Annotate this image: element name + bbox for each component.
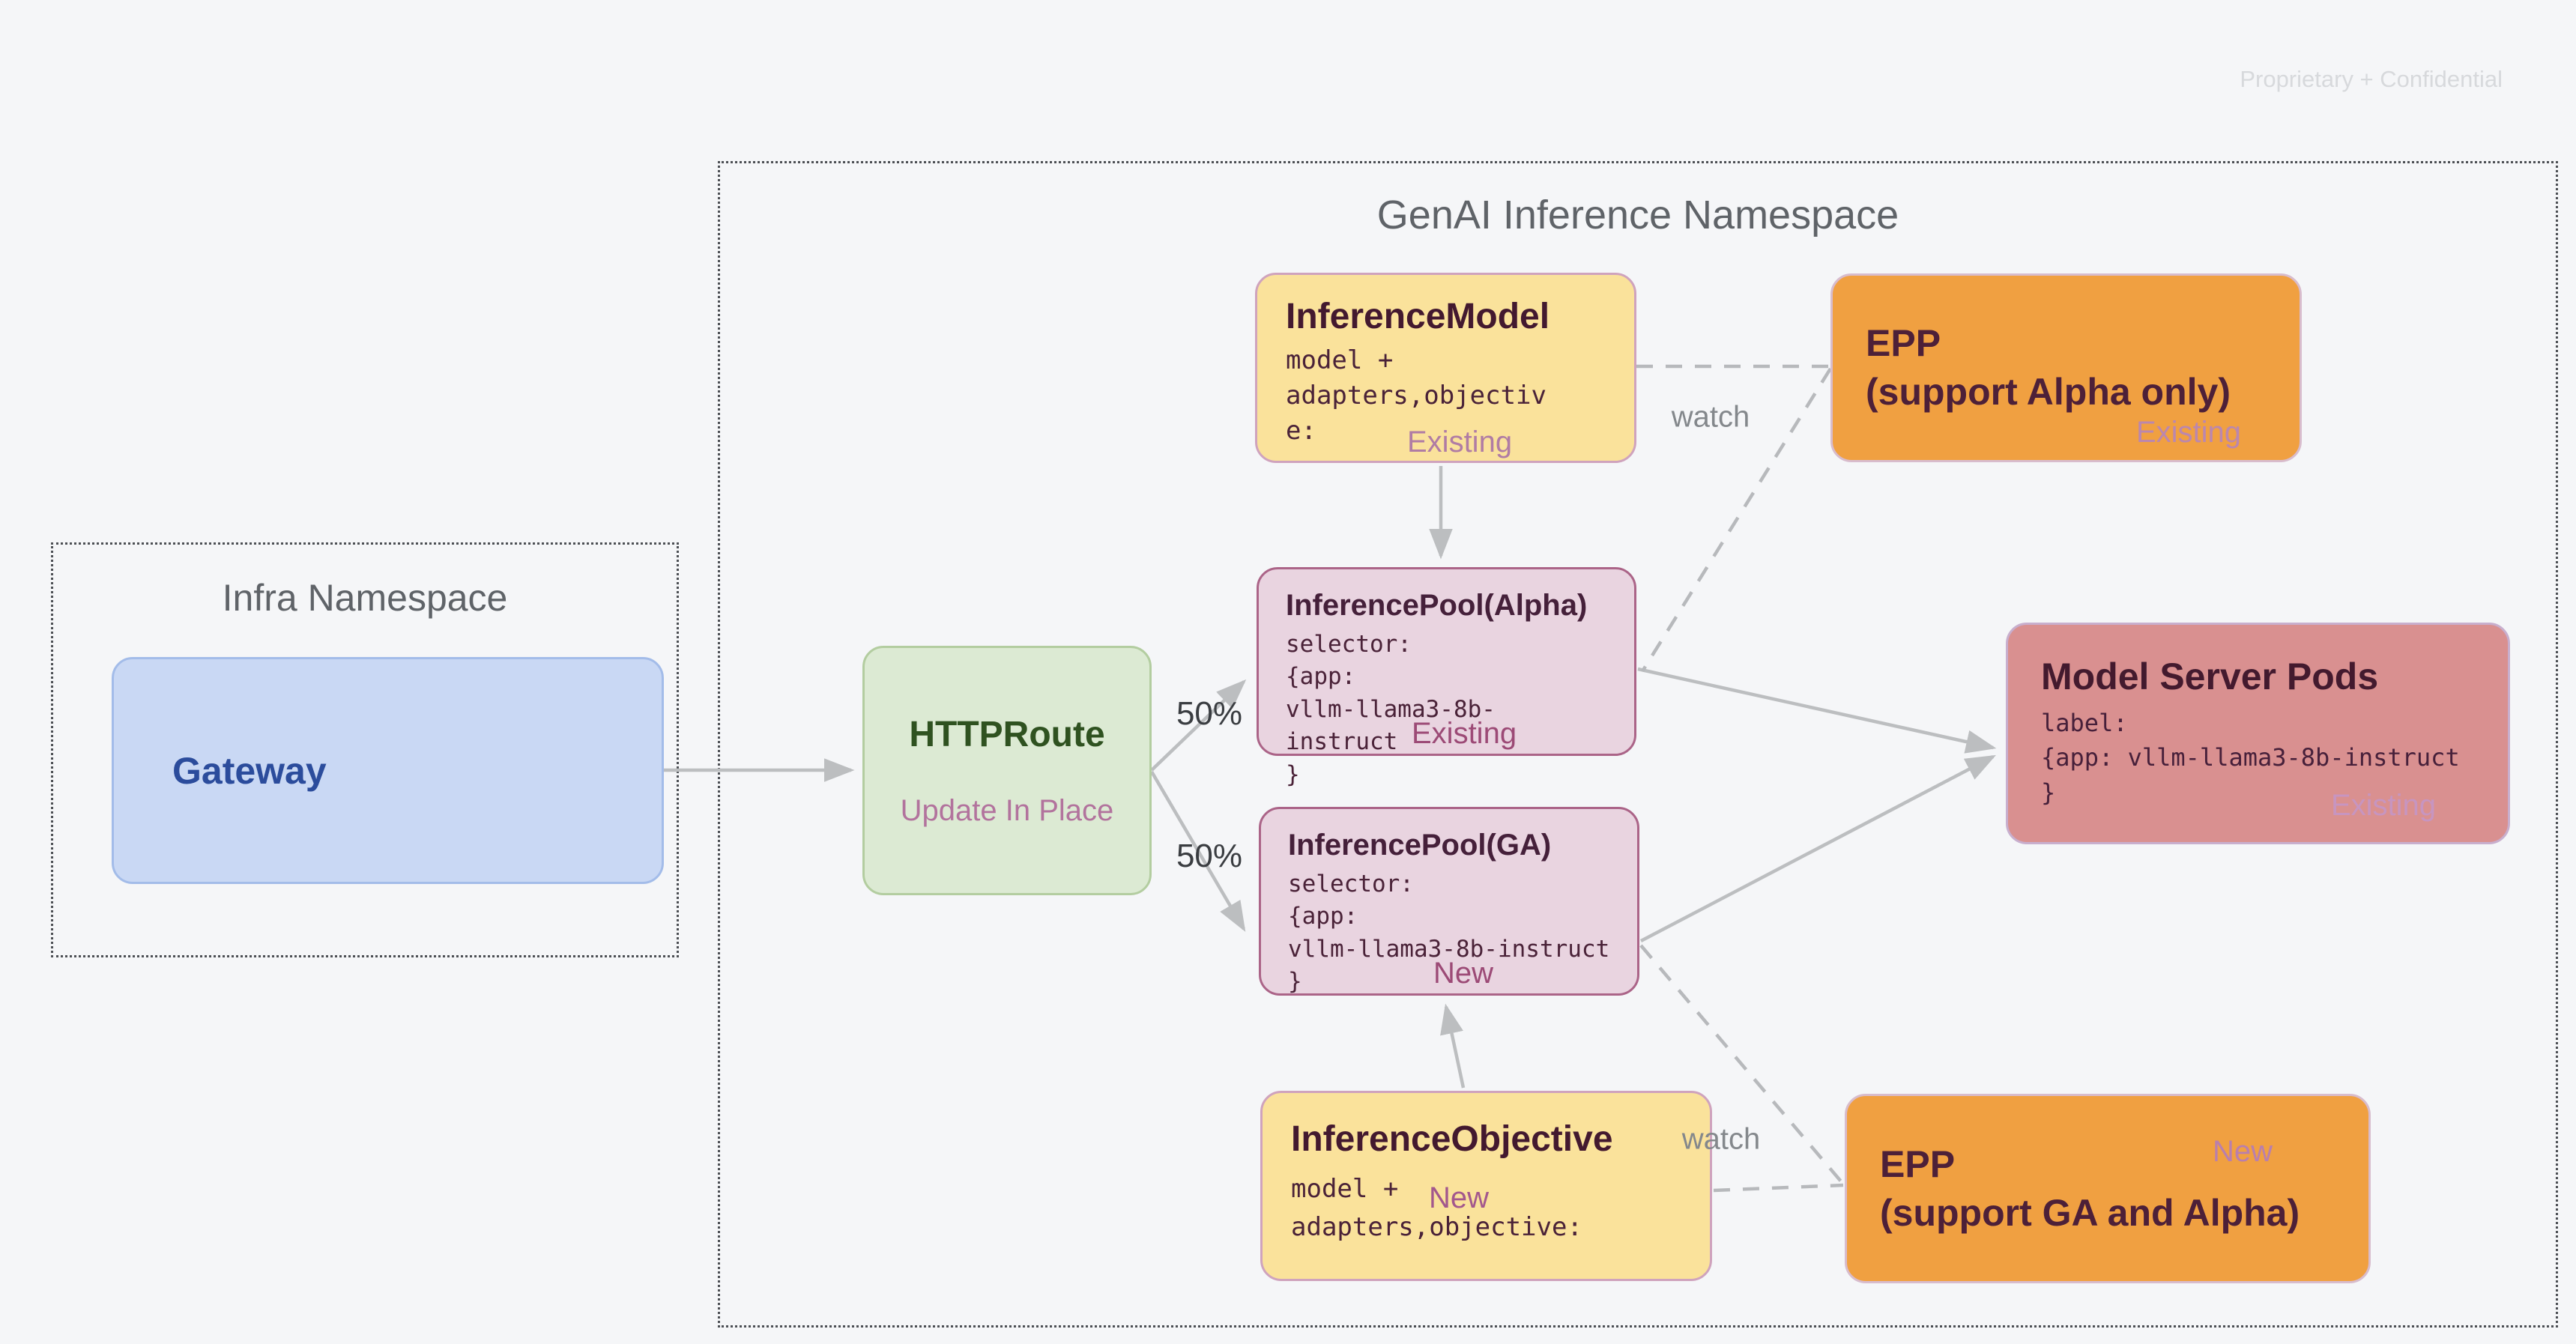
traffic-split-bottom-label: 50% (1176, 838, 1243, 874)
inference-pool-alpha-code-line: } (1286, 760, 1300, 788)
gateway-title: Gateway (172, 749, 327, 792)
inference-pool-ga-code-line: {app: (1288, 903, 1358, 930)
model-server-pods-status-badge: Existing (2330, 789, 2436, 822)
epp-alpha-node[interactable]: EPP (support Alpha only) Existing (1830, 273, 2302, 462)
watch-top-label: watch (1671, 400, 1750, 434)
model-server-pods-code-line: label: (2041, 709, 2128, 737)
inference-pool-ga-title: InferencePool(GA) (1288, 829, 1552, 862)
httproute-subtitle: Update In Place (900, 793, 1114, 827)
inference-pool-alpha-node[interactable]: InferencePool(Alpha) selector: {app: vll… (1257, 567, 1636, 788)
epp-alpha-title: EPP (1866, 322, 1941, 364)
model-server-pods-code-line: } (2041, 778, 2056, 807)
epp-ga-node[interactable]: EPP (support GA and Alpha) New (1845, 1094, 2371, 1283)
model-server-pods-code-line: {app: vllm-llama3-8b-instruct (2041, 743, 2460, 772)
inference-model-title: InferenceModel (1286, 297, 1550, 336)
inference-model-code-line: model + (1286, 345, 1394, 375)
inference-pool-ga-code-line: vllm-llama3-8b-instruct (1288, 935, 1610, 963)
inference-pool-alpha-title: InferencePool(Alpha) (1286, 589, 1588, 622)
infra-namespace-frame: Infra Namespace (51, 542, 679, 957)
watermark: Proprietary + Confidential (2240, 66, 2503, 92)
watch-bottom-label: watch (1681, 1122, 1761, 1156)
inference-objective-title: InferenceObjective (1291, 1119, 1613, 1159)
inference-model-status-badge: Existing (1407, 426, 1513, 458)
genai-namespace-frame: GenAI Inference Namespace (718, 161, 2558, 1328)
epp-alpha-subtitle: (support Alpha only) (1866, 371, 2231, 413)
inference-objective-code-line: adapters,objective: (1291, 1212, 1582, 1242)
inference-pool-ga-code-line: } (1288, 968, 1302, 996)
epp-alpha-status-badge: Existing (2135, 416, 2241, 449)
inference-objective-code-line: model + (1291, 1174, 1399, 1204)
httproute-node[interactable]: HTTPRoute Update In Place (862, 646, 1152, 895)
httproute-title: HTTPRoute (909, 714, 1105, 754)
inference-model-node[interactable]: InferenceModel model + adapters,objectiv… (1255, 273, 1636, 463)
epp-ga-status-badge: New (2212, 1135, 2273, 1168)
epp-ga-subtitle: (support GA and Alpha) (1880, 1191, 2300, 1234)
inference-pool-alpha-status-badge: Existing (1412, 717, 1517, 750)
traffic-split-top-label: 50% (1176, 695, 1243, 732)
inference-objective-status-badge: New (1429, 1181, 1490, 1214)
genai-namespace-title: GenAI Inference Namespace (1376, 193, 1899, 237)
inference-pool-alpha-code-line: selector: (1286, 631, 1412, 658)
inference-model-code-line: e: (1286, 415, 1316, 446)
inference-pool-alpha-code-line: {app: (1286, 663, 1356, 691)
infra-namespace-title: Infra Namespace (222, 577, 508, 619)
inference-objective-node[interactable]: InferenceObjective model + adapters,obje… (1260, 1091, 1712, 1281)
inference-pool-ga-status-badge: New (1433, 957, 1494, 990)
epp-ga-title: EPP (1880, 1142, 1956, 1185)
model-server-pods-node[interactable]: Model Server Pods label: {app: vllm-llam… (2006, 623, 2510, 844)
inference-model-code-line: adapters,objectiv (1286, 380, 1546, 411)
inference-pool-ga-node[interactable]: InferencePool(GA) selector: {app: vllm-l… (1259, 807, 1639, 996)
gateway-node[interactable]: Gateway (112, 657, 664, 884)
inference-pool-alpha-code-line: vllm-llama3-8b-instruct (1286, 695, 1496, 756)
model-server-pods-title: Model Server Pods (2041, 656, 2379, 697)
inference-pool-ga-code-line: selector: (1288, 871, 1414, 897)
